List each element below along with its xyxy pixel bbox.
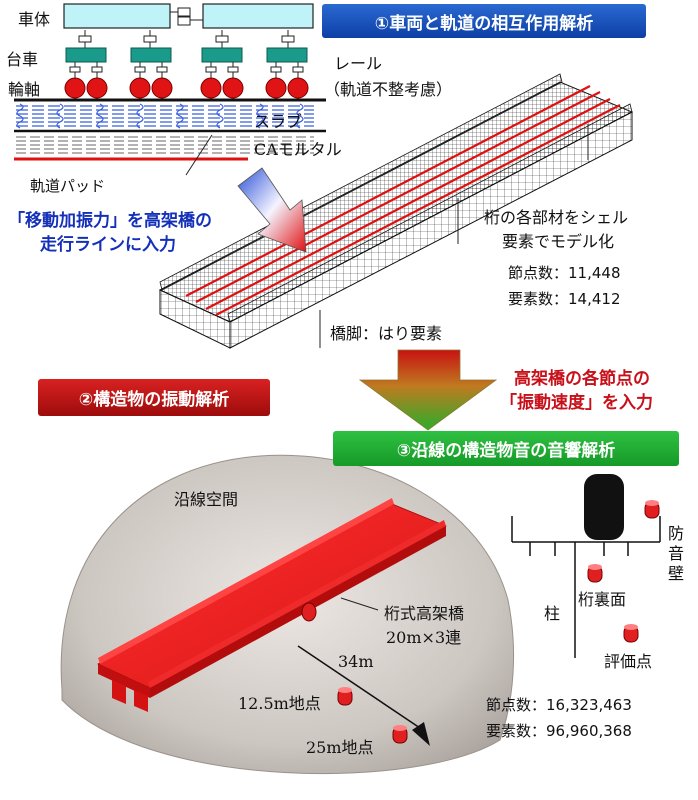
stage-2-banner: ②構造物の振動解析 [38, 379, 270, 416]
column-label: 柱 [544, 604, 561, 623]
moving-force-text-2: 走行ラインに入力 [40, 235, 176, 255]
wheel-circles [64, 77, 309, 99]
ca-mortar-springs [16, 136, 314, 154]
mic-barrier [644, 500, 660, 519]
transfer-text-1: 高架橋の各節点の [514, 369, 650, 389]
rail-note-label: （軌道不整考慮） [324, 80, 453, 99]
transfer-text-2: 「振動速度」を入力 [500, 393, 653, 413]
mic-girder-underside [587, 564, 603, 583]
moving-force-text-1: 「移動加振力」を高架橋の [8, 211, 212, 231]
bogie-label: 台車 [6, 50, 39, 69]
girder-underside-label: 桁裏面 [578, 590, 627, 609]
viaduct-text-2: 20m×3連 [386, 628, 462, 647]
viaduct-text-1: 桁式高架橋 [384, 604, 465, 623]
wheelset-label: 輪軸 [8, 80, 41, 99]
stage-1-banner: ①車両と軌道の相互作用解析 [322, 4, 646, 38]
point-25m-label: 25m地点 [306, 738, 374, 757]
shell-text-2: 要素でモデル化 [502, 232, 615, 251]
car-body-box-left [63, 3, 171, 29]
bogie-boxes [65, 47, 308, 63]
bridge-elements-count: 要素数：14,412 [508, 290, 621, 308]
distance-line [297, 645, 421, 729]
space-label: 沿線空間 [174, 490, 239, 509]
stage-3-banner: ③沿線の構造物音の音響解析 [333, 431, 679, 466]
mic-on-viaduct [301, 602, 317, 622]
transfer-arrow [358, 349, 498, 431]
secondary-suspensions [78, 30, 295, 48]
moving-force-arrow [237, 167, 307, 253]
car-body-box-right [202, 3, 314, 29]
track-pad-leader [185, 134, 213, 176]
mic-12-5m [337, 687, 353, 706]
primary-suspensions [69, 62, 304, 78]
mic-25m [392, 725, 408, 744]
bridge-nodes-count: 節点数：11,448 [508, 264, 621, 282]
evaluation-point-label: 評価点 [604, 652, 653, 671]
cross-section [511, 516, 661, 658]
slab-label: スラブ [254, 112, 303, 131]
car-body-label: 車体 [18, 10, 51, 29]
barrier-label: 防音壁 [668, 524, 685, 583]
track-pad-label: 軌道パッド [30, 177, 106, 195]
viaduct-model [97, 498, 447, 712]
viaduct-leader [340, 597, 379, 611]
track-pad-springs [16, 105, 314, 127]
mic-evaluation-point [623, 624, 639, 643]
point-12-5m-label: 12.5m地点 [238, 694, 321, 713]
acoustic-elements-count: 要素数：96,960,368 [486, 722, 632, 740]
distance-arrowhead [412, 722, 430, 746]
distance-label: 34m [338, 652, 374, 671]
shell-text-1: 桁の各部材をシェル [484, 208, 629, 227]
train-silhouette [584, 474, 624, 540]
acoustic-nodes-count: 節点数：16,323,463 [486, 696, 632, 714]
ca-mortar-label: CAモルタル [254, 140, 342, 159]
coupler-damper [170, 7, 203, 26]
track-pad-coils [16, 103, 304, 129]
rail-label: レール [334, 54, 383, 73]
pier-label: 橋脚：はり要素 [330, 324, 443, 343]
bridge-fe-mesh [158, 73, 634, 349]
